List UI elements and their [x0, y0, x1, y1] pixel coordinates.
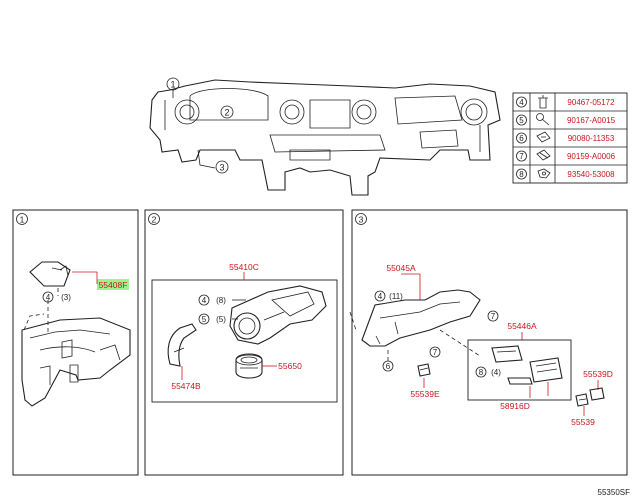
part-label-55474b[interactable]: 55474B: [171, 381, 201, 391]
clip-55539d-drawing: [589, 387, 605, 401]
callout-num: 7: [433, 348, 438, 357]
panel-number: 3: [359, 214, 364, 224]
clip-icon: [536, 131, 551, 143]
callout-num: 6: [386, 362, 391, 371]
callout-qty: (11): [389, 292, 403, 301]
overview-dashboard: 1 2 3: [149, 77, 501, 196]
pocket-55446a-drawing: [491, 345, 563, 385]
part-label-55045a[interactable]: 55045A: [386, 263, 416, 273]
panel-number: 1: [20, 214, 25, 224]
part-label-55446a[interactable]: 55446A: [507, 321, 537, 331]
callout-3-overview: [215, 160, 229, 174]
legend-num: 7: [519, 152, 524, 161]
clip-icon: [536, 149, 551, 161]
highlight-marker: [97, 279, 129, 290]
legend-num: 5: [519, 116, 524, 125]
legend-part-code[interactable]: 90167-A0015: [567, 116, 616, 125]
knob-55650-drawing: [235, 353, 263, 379]
callout-num: 7: [491, 312, 496, 321]
callout-label: 1: [170, 80, 175, 90]
callout-qty: (3): [61, 293, 71, 302]
legend-part-code[interactable]: 93540-53008: [567, 170, 615, 179]
clip-55539e-drawing: [417, 363, 431, 377]
callout-qty: (4): [491, 368, 501, 377]
callout-label: 2: [224, 108, 229, 118]
callout-qty: (8): [216, 296, 226, 305]
part-label-55539d[interactable]: 55539D: [583, 369, 613, 379]
legend-num: 8: [519, 170, 524, 179]
part-label-55650[interactable]: 55650: [278, 361, 302, 371]
clip-55539-drawing: [575, 393, 589, 407]
part-label-55408f[interactable]: 55408F: [99, 280, 128, 290]
callout-qty: (5): [216, 315, 226, 324]
screw-icon: [536, 113, 550, 126]
part-label-58916d[interactable]: 58916D: [500, 401, 530, 411]
callout-2-overview: [220, 105, 234, 119]
part-label-55539[interactable]: 55539: [571, 417, 595, 427]
diagram-id: 55350SF: [598, 488, 631, 497]
panel-number: 2: [152, 214, 157, 224]
legend-num: 6: [519, 134, 524, 143]
panel-1: 1 55408F 4 (3): [12, 209, 139, 476]
panel-2: 2 55410C 55474B 55650 4 (8) 5 (5): [144, 209, 344, 476]
panel-3: 3 55045A 4 (11) 7 7 6 55539E: [349, 209, 628, 476]
fastener-legend: 4 90467-05172 5 90167-A0015 6 90080-1135…: [512, 92, 628, 184]
legend-part-code[interactable]: 90467-05172: [567, 98, 615, 107]
callout-num: 4: [378, 292, 383, 301]
callout-label: 3: [219, 163, 224, 173]
part-label-55410c[interactable]: 55410C: [229, 262, 259, 272]
legend-part-code[interactable]: 90080-11353: [568, 134, 615, 143]
callout-num: 4: [46, 293, 51, 302]
legend-part-code[interactable]: 90159-A0006: [567, 152, 616, 161]
callout-num: 4: [202, 296, 207, 305]
nut-icon: [537, 168, 551, 179]
callout-num: 8: [479, 368, 484, 377]
legend-num: 4: [519, 98, 524, 107]
clip-icon: [538, 95, 548, 109]
part-label-55539e[interactable]: 55539E: [410, 389, 440, 399]
callout-num: 5: [202, 315, 207, 324]
